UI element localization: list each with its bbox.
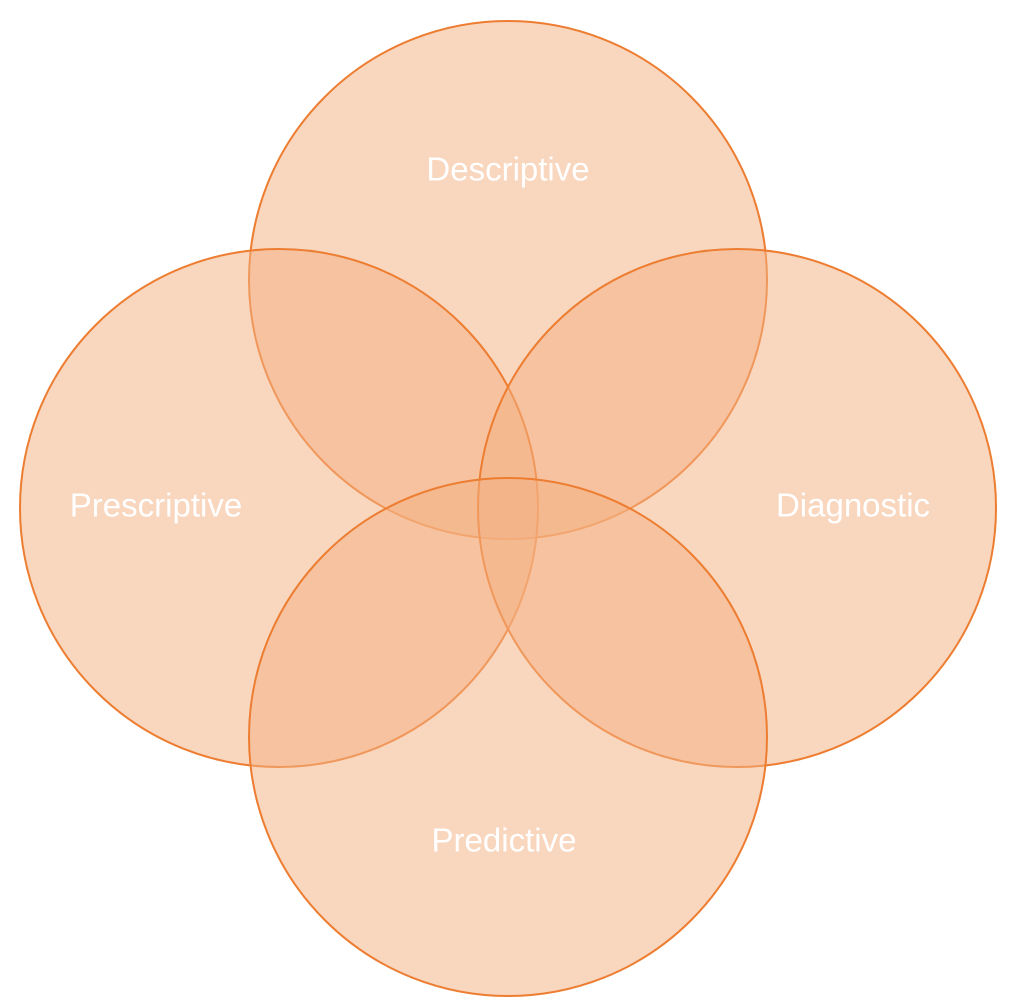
label-predictive: Predictive (432, 822, 577, 859)
circles-layer (19, 20, 997, 997)
label-diagnostic: Diagnostic (776, 487, 930, 524)
label-descriptive: Descriptive (426, 151, 589, 188)
circle-predictive (248, 477, 768, 997)
labels-layer: Descriptive Diagnostic Predictive Prescr… (70, 151, 930, 859)
label-prescriptive: Prescriptive (70, 487, 242, 524)
